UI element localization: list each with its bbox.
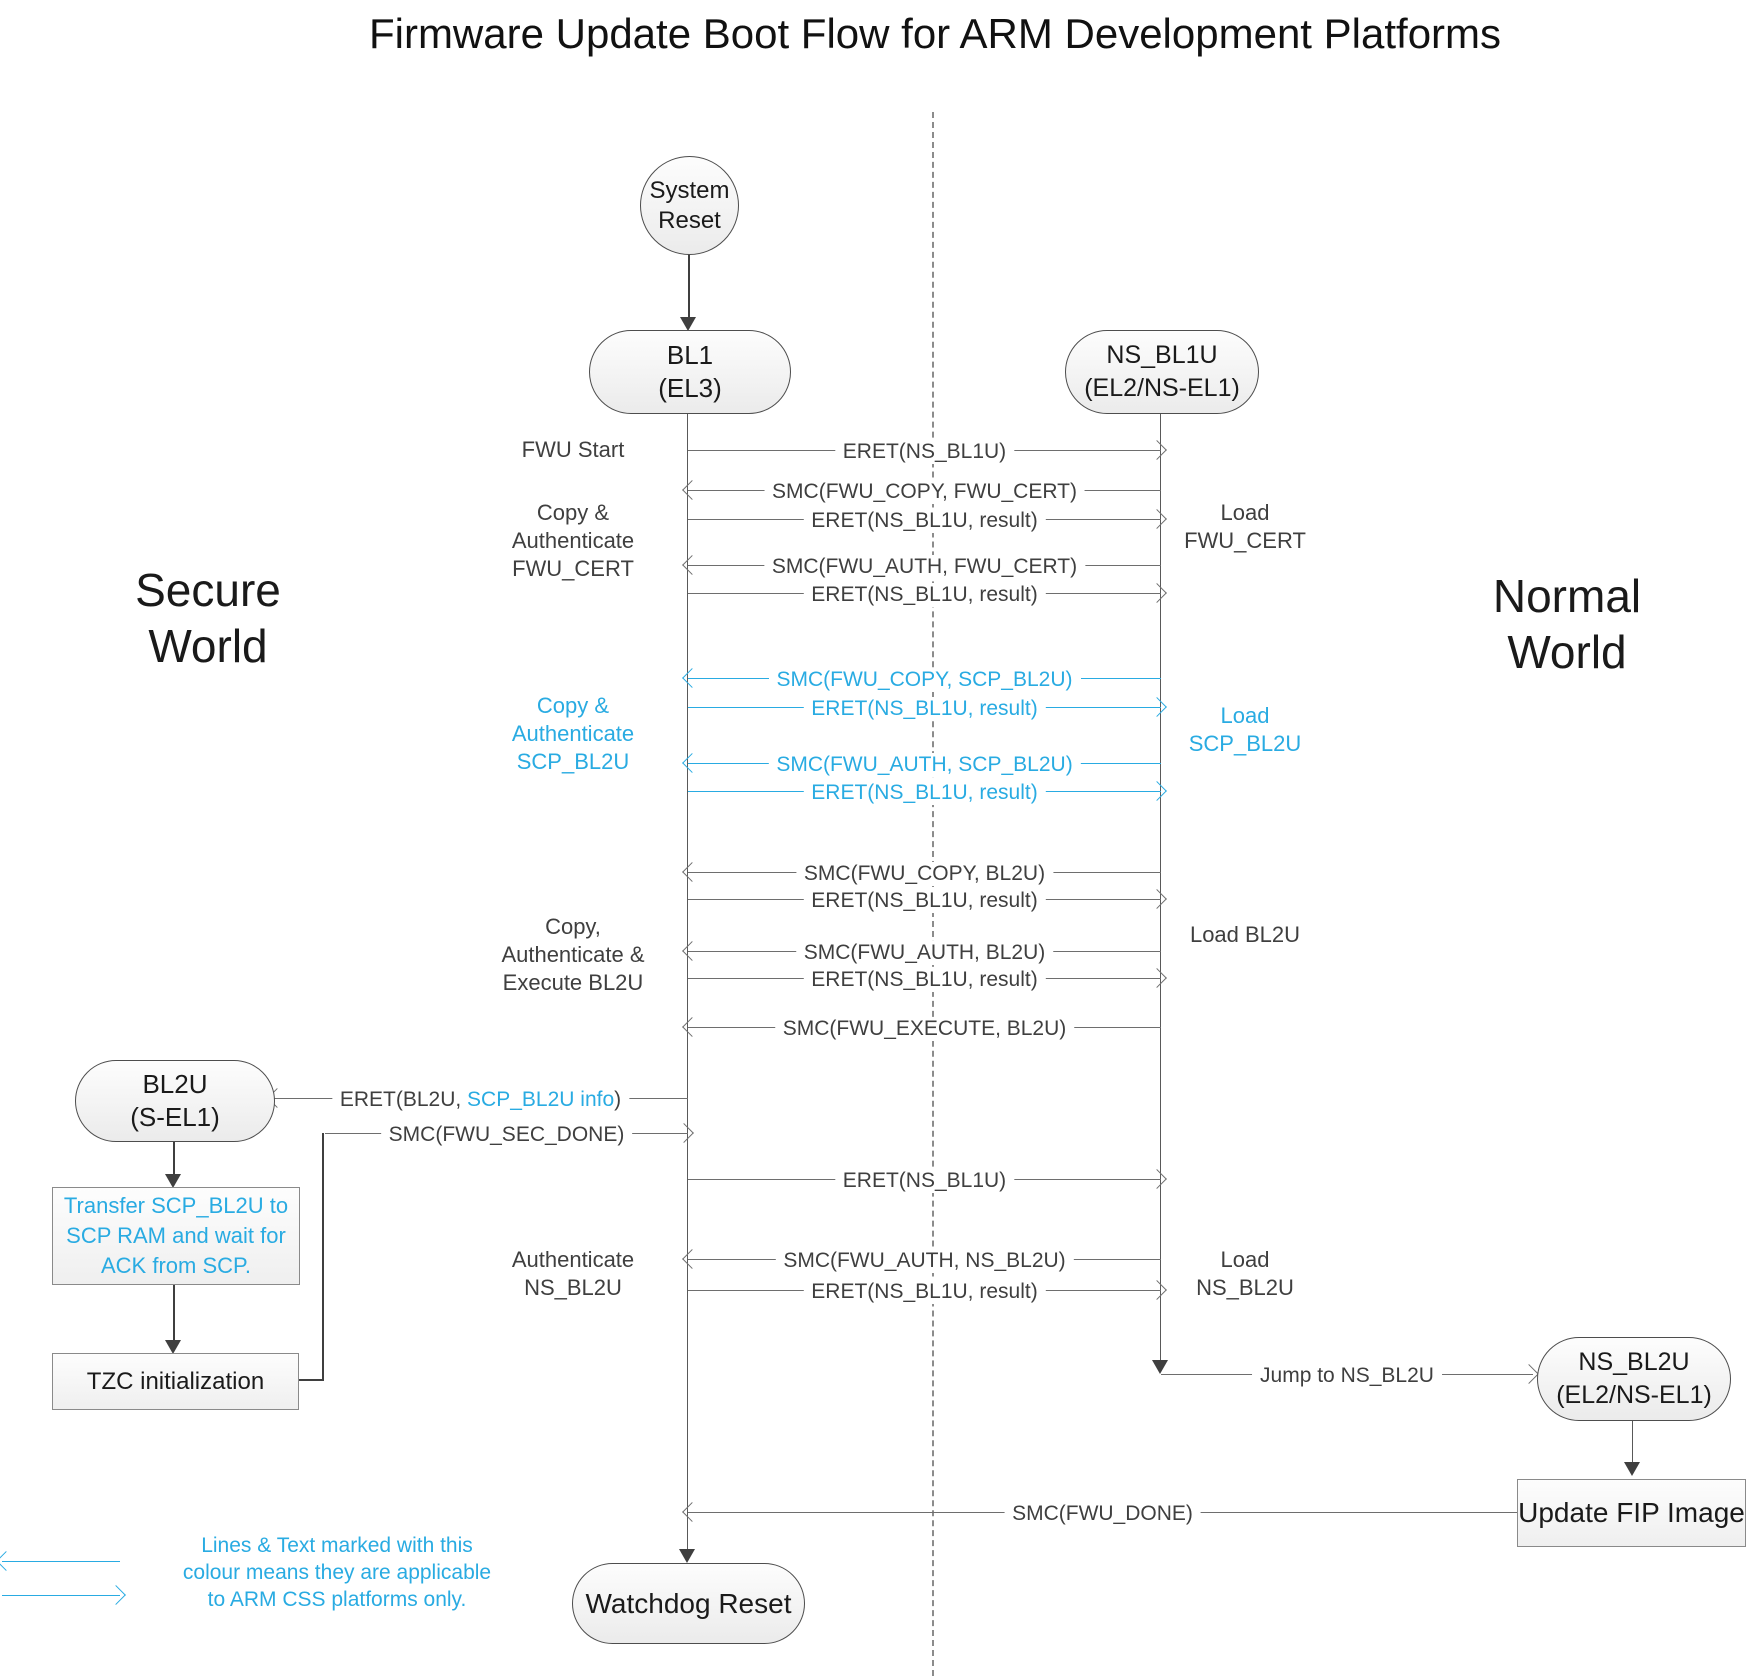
msg-jump-to-ns-bl2u: Jump to NS_BL2U (1161, 1363, 1539, 1388)
stage-copy-auth-exec-bl2u: Copy, Authenticate & Execute BL2U (501, 914, 645, 995)
system-reset-arrowhead (680, 317, 696, 331)
msg-smc-fwu-auth-scp-bl2u: SMC(FWU_AUTH, SCP_BL2U) (682, 752, 1161, 777)
ns-bl1u-lifeline (1160, 412, 1161, 1360)
arrow-right-icon (674, 1123, 694, 1143)
arrow-right-icon (1147, 1280, 1167, 1300)
ns-bl2u-to-fip-line (1632, 1419, 1633, 1462)
msg-smc-fwu-auth-bl2u: SMC(FWU_AUTH, BL2U) (682, 940, 1161, 965)
update-fip-image-box: Update FIP Image (1517, 1479, 1746, 1547)
arrow-left-icon (682, 1502, 702, 1522)
normal-world-label: Normal World (1492, 570, 1642, 678)
bl2u-to-transfer-line (173, 1140, 175, 1174)
bl1-lifeline-end-arrowhead (679, 1549, 695, 1563)
msg-eret-ns-bl1u-2: ERET(NS_BL1U) (688, 1168, 1167, 1193)
arrow-left-icon (682, 1249, 702, 1269)
ns-bl1u-node: NS_BL1U (EL2/NS-EL1) (1065, 330, 1259, 414)
arrow-right-icon (1147, 509, 1167, 529)
arrow-right-icon (1147, 440, 1167, 460)
msg-smc-fwu-done: SMC(FWU_DONE) (682, 1501, 1517, 1526)
arrow-left-icon (682, 753, 702, 773)
arrow-right-icon (1147, 1169, 1167, 1189)
stage-copy-auth-scp-bl2u: Copy & Authenticate SCP_BL2U (511, 693, 635, 774)
transfer-to-tzc-line (173, 1283, 175, 1340)
msg-eret-result-1: ERET(NS_BL1U, result) (688, 508, 1167, 533)
msg-eret-bl2u-scp-bl2u-info: ERET(BL2U, SCP_BL2U info) (267, 1087, 688, 1112)
stage-load-bl2u: Load BL2U (1189, 922, 1301, 947)
stage-load-scp-bl2u: Load SCP_BL2U (1188, 703, 1302, 756)
arrow-right-icon (1147, 697, 1167, 717)
stage-fwu-start: FWU Start (521, 437, 625, 462)
system-reset-node: System Reset (640, 156, 739, 255)
legend-arrow-left (0, 1551, 120, 1571)
legend-arrow-right (2, 1585, 126, 1605)
stage-authenticate-ns-bl2u: Authenticate NS_BL2U (511, 1247, 635, 1300)
diagram-title: Firmware Update Boot Flow for ARM Develo… (368, 10, 1502, 57)
arrow-left-icon (682, 555, 702, 575)
arrow-right-icon (1519, 1364, 1539, 1384)
watchdog-reset-node: Watchdog Reset (572, 1563, 805, 1644)
stage-load-fwu-cert: Load FWU_CERT (1184, 500, 1306, 553)
arrow-right-icon (1147, 583, 1167, 603)
arrow-right-icon (1147, 781, 1167, 801)
msg-smc-fwu-execute-bl2u: SMC(FWU_EXECUTE, BL2U) (682, 1016, 1161, 1041)
ns-bl1u-lifeline-end-arrowhead (1152, 1360, 1168, 1374)
arrow-left-icon (682, 941, 702, 961)
secure-world-label: Secure World (135, 564, 281, 672)
msg-smc-fwu-auth-fwu-cert: SMC(FWU_AUTH, FWU_CERT) (682, 554, 1161, 579)
bl2u-to-transfer-arrowhead (165, 1174, 181, 1188)
stage-load-ns-bl2u: Load NS_BL2U (1196, 1247, 1294, 1300)
msg-smc-fwu-copy-fwu-cert: SMC(FWU_COPY, FWU_CERT) (682, 479, 1161, 504)
ns-bl2u-to-fip-arrowhead (1624, 1462, 1640, 1476)
tzc-connector-vertical (322, 1133, 324, 1380)
transfer-scp-bl2u-box: Transfer SCP_BL2U to SCP RAM and wait fo… (52, 1187, 300, 1285)
arrow-right-icon (1147, 889, 1167, 909)
arrow-left-icon (682, 862, 702, 882)
msg-eret-result-5: ERET(NS_BL1U, result) (688, 888, 1167, 913)
tzc-initialization-box: TZC initialization (52, 1353, 299, 1410)
msg-eret-result-3: ERET(NS_BL1U, result) (688, 696, 1167, 721)
bl1-node: BL1 (EL3) (589, 330, 791, 414)
bl1-lifeline (687, 412, 688, 1549)
msg-eret-result-6: ERET(NS_BL1U, result) (688, 967, 1167, 992)
msg-smc-fwu-copy-scp-bl2u: SMC(FWU_COPY, SCP_BL2U) (682, 667, 1161, 692)
stage-copy-auth-fwu-cert: Copy & Authenticate FWU_CERT (511, 500, 635, 581)
arrow-left-icon (682, 480, 702, 500)
msg-eret-result-2: ERET(NS_BL1U, result) (688, 582, 1167, 607)
transfer-to-tzc-arrowhead (165, 1340, 181, 1354)
system-reset-arrow-line (688, 253, 690, 317)
msg-smc-fwu-sec-done: SMC(FWU_SEC_DONE) (325, 1122, 694, 1147)
arrow-right-icon (1147, 968, 1167, 988)
tzc-connector-horizontal (297, 1379, 324, 1381)
msg-eret-result-4: ERET(NS_BL1U, result) (688, 780, 1167, 805)
msg-eret-ns-bl1u-1: ERET(NS_BL1U) (688, 439, 1167, 464)
arrow-left-icon (682, 1017, 702, 1037)
legend-text: Lines & Text marked with this colour mea… (182, 1534, 492, 1611)
arrow-left-icon (682, 668, 702, 688)
bl2u-node: BL2U (S-EL1) (75, 1060, 275, 1142)
msg-smc-fwu-auth-ns-bl2u: SMC(FWU_AUTH, NS_BL2U) (682, 1248, 1161, 1273)
msg-smc-fwu-copy-bl2u: SMC(FWU_COPY, BL2U) (682, 861, 1161, 886)
arrow-left-icon (0, 1551, 16, 1571)
ns-bl2u-node: NS_BL2U (EL2/NS-EL1) (1537, 1337, 1731, 1421)
msg-eret-result-7: ERET(NS_BL1U, result) (688, 1279, 1167, 1304)
arrow-right-icon (106, 1585, 126, 1605)
